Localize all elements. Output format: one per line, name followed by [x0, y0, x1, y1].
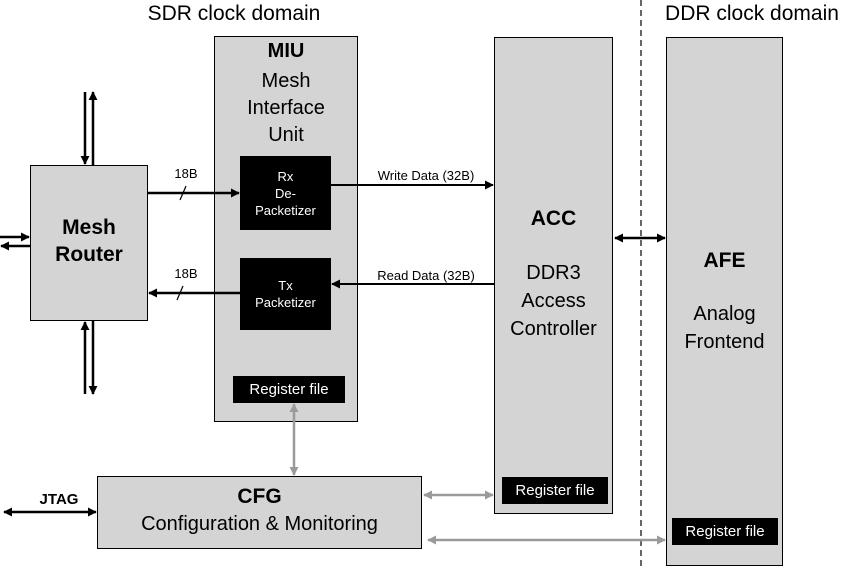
mesh-router-label-1: Mesh	[62, 216, 116, 239]
miu-title: MIU	[267, 40, 305, 62]
sdr-domain-label: SDR clock domain	[147, 2, 321, 25]
in-width-label: 18B	[174, 166, 198, 181]
tx-packetizer-block: Tx Packetizer	[240, 258, 331, 330]
cfg-subtitle: Configuration & Monitoring	[141, 513, 378, 535]
miu-desc-1: Mesh	[261, 70, 311, 92]
tx-label-2: Packetizer	[255, 295, 316, 310]
rx-label-1: Rx	[277, 168, 294, 184]
miu-desc-3: Unit	[268, 124, 304, 146]
write-data-label: Write Data (32B)	[377, 168, 475, 183]
mesh-router-block	[30, 165, 148, 321]
miu-register-file: Register file	[233, 376, 345, 403]
afe-title: AFE	[703, 249, 746, 272]
tx-label-1: Tx	[278, 278, 293, 293]
acc-desc-2: Access	[521, 290, 586, 312]
out-width-label: 18B	[174, 266, 198, 281]
miu-desc-2: Interface	[247, 97, 325, 119]
out-bus-slash	[176, 285, 184, 301]
read-data-label: Read Data (32B)	[377, 268, 475, 283]
in-bus-slash	[179, 185, 187, 201]
afe-desc-1: Analog	[693, 303, 756, 325]
afe-block	[666, 37, 783, 566]
rx-depacketizer-block: Rx De- Packetizer	[240, 156, 331, 230]
acc-register-file: Register file	[502, 477, 608, 504]
rx-label-2: De-	[275, 185, 296, 201]
acc-desc-1: DDR3	[526, 262, 581, 284]
acc-block	[494, 37, 613, 514]
rx-label-3: Packetizer	[255, 202, 316, 218]
cfg-block	[97, 476, 422, 549]
acc-title: ACC	[530, 207, 577, 230]
mesh-router-label-2: Router	[55, 243, 123, 266]
jtag-label: JTAG	[39, 491, 79, 508]
afe-desc-2: Frontend	[684, 331, 765, 353]
cfg-title: CFG	[237, 485, 282, 508]
acc-desc-3: Controller	[510, 318, 597, 340]
ddr-domain-label: DDR clock domain	[665, 2, 839, 25]
afe-register-file: Register file	[672, 518, 778, 545]
